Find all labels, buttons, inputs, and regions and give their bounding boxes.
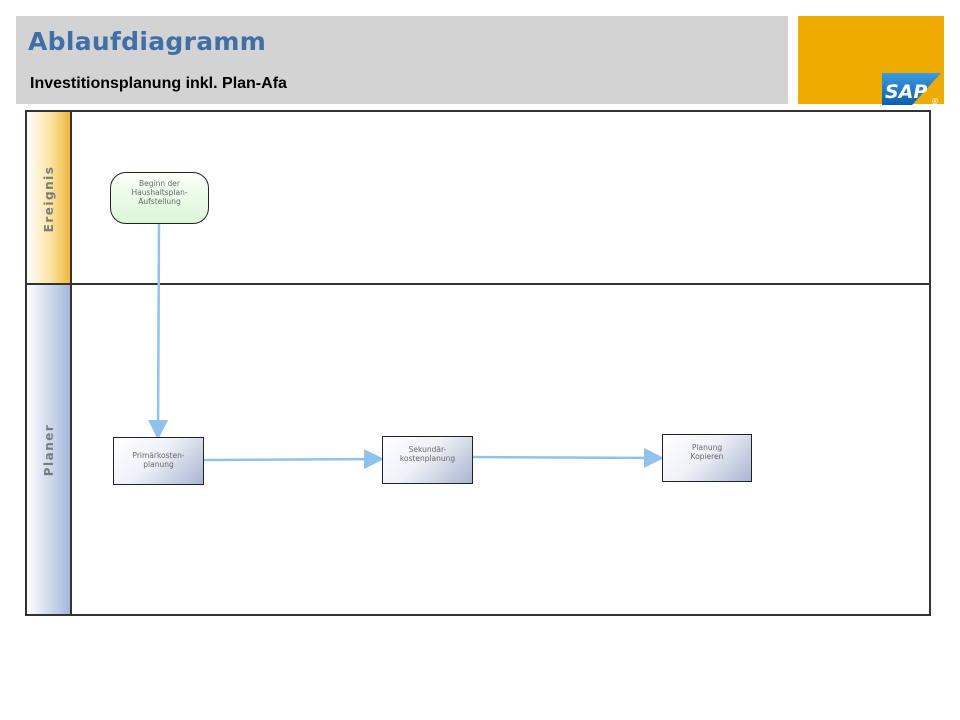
process-node-label: Primärkosten- planung (132, 451, 185, 469)
connector-sekundaer-to-planung (472, 447, 664, 468)
event-node-label: Beginn der Haushaltsplan- Aufstellung (131, 179, 188, 206)
header-bar: Ablaufdiagramm Investitionsplanung inkl.… (16, 16, 788, 104)
connector-primaer-to-sekundaer (203, 449, 384, 470)
process-node-label: Planung Kopieren (690, 443, 724, 461)
process-node-sekundaerkostenplanung[interactable]: Sekundär- kostenplanung (382, 436, 473, 484)
lane-planer: Planer (27, 285, 72, 614)
event-node-beginn-haushaltsplan[interactable]: Beginn der Haushaltsplan- Aufstellung (110, 172, 209, 224)
sap-logo-text: SAP (885, 81, 927, 103)
page-title: Ablaufdiagramm (28, 27, 267, 56)
logo-panel: SAP ® (798, 16, 944, 105)
process-node-label: Sekundär- kostenplanung (399, 445, 456, 463)
process-node-planung-kopieren[interactable]: Planung Kopieren (662, 434, 752, 482)
lane-ereignis: Ereignis (27, 112, 72, 285)
swimlane-diagram: Ereignis Planer (25, 110, 931, 616)
connector-start-to-primaer (148, 223, 169, 440)
sap-logo: SAP ® (882, 73, 941, 105)
page-subtitle: Investitionsplanung inkl. Plan-Afa (30, 75, 287, 92)
sap-registered-mark: ® (931, 97, 939, 105)
process-node-primaerkostenplanung[interactable]: Primärkosten- planung (113, 437, 204, 485)
lane-divider (27, 283, 929, 285)
